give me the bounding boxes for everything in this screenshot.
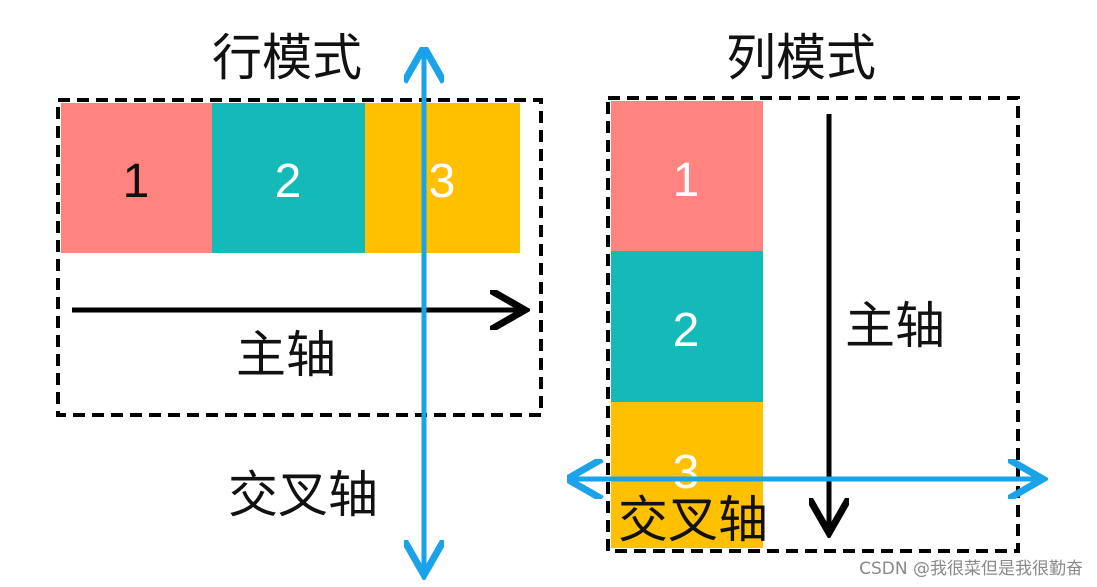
column-cross-axis-label: 交叉轴 xyxy=(618,491,768,549)
column-mode-container xyxy=(606,96,1020,553)
row-item-2-box xyxy=(212,103,365,253)
row-main-axis-label: 主轴 xyxy=(236,326,336,384)
watermark: CSDN @我很菜但是我很勤奋 xyxy=(859,559,1083,579)
row-item-1-box xyxy=(61,103,212,253)
column-item-2-label: 2 xyxy=(673,304,700,357)
row-item-2-label: 2 xyxy=(275,155,302,208)
row-mode-title: 行模式 xyxy=(212,29,362,87)
column-item-1-box xyxy=(611,101,763,251)
row-cross-axis-label: 交叉轴 xyxy=(228,466,378,524)
column-mode-panel: 列模式 1 2 3 主轴 交叉轴 xyxy=(572,29,1038,553)
column-main-axis-label: 主轴 xyxy=(845,297,945,355)
column-item-1-label: 1 xyxy=(673,154,700,207)
row-mode-panel: 行模式 1 2 3 主轴 交叉轴 xyxy=(56,29,543,570)
column-item-2-box xyxy=(611,251,763,402)
row-item-1-label: 1 xyxy=(123,155,150,208)
row-item-3-label: 3 xyxy=(429,155,456,208)
column-mode-title: 列模式 xyxy=(726,29,876,87)
